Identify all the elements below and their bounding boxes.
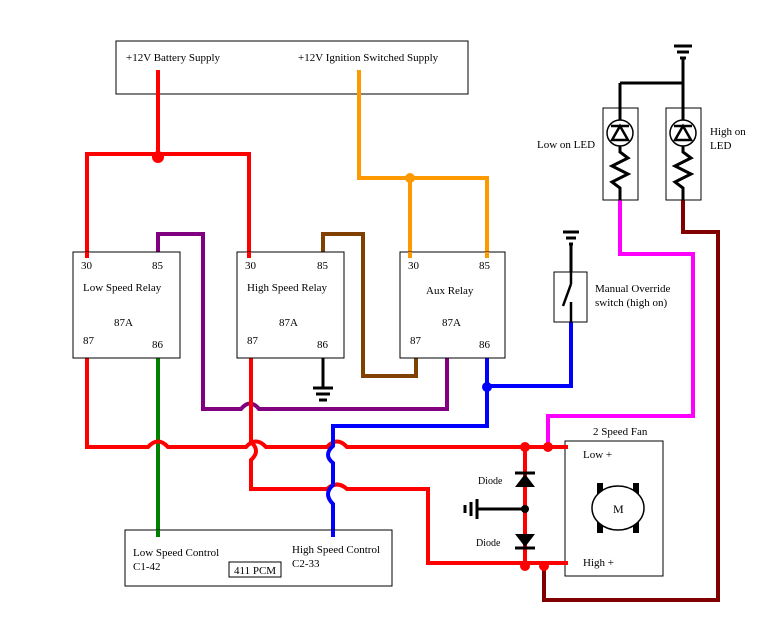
aux-relay: 30 85 Aux Relay 87A 87 86 <box>399 251 506 359</box>
aux-relay-pin87a: 87A <box>442 317 461 329</box>
low-led-label: Low on LED <box>537 139 595 151</box>
aux-relay-pin86: 86 <box>479 339 491 351</box>
aux-relay-pin30: 30 <box>408 260 420 272</box>
low-relay-pin30: 30 <box>81 260 93 272</box>
aux-relay-title: Aux Relay <box>426 285 474 297</box>
pcm-low-control-line1: Low Speed Control <box>133 547 219 559</box>
low-led <box>602 107 639 201</box>
pcm-box: Low Speed Control C1-42 411 PCM High Spe… <box>124 529 393 587</box>
override-switch <box>553 230 588 323</box>
diode-top-junction <box>520 442 530 452</box>
ground-icon-high-relay <box>313 356 333 402</box>
motor-symbol: M <box>613 502 624 516</box>
high-led <box>665 107 702 201</box>
pcm-high-control-line1: High Speed Control <box>292 544 380 556</box>
motor-icon <box>591 485 645 531</box>
blue-junction <box>482 382 492 392</box>
diode-lower-icon <box>515 534 535 550</box>
battery-wire <box>85 70 251 252</box>
battery-junction <box>152 151 164 163</box>
aux-relay-pin87: 87 <box>410 335 422 347</box>
ignition-junction <box>405 173 415 183</box>
pcm-high-control-line2: C2-33 <box>292 558 320 570</box>
battery-supply-label: +12V Battery Supply <box>126 52 220 64</box>
ground-icon-diodes <box>463 499 525 519</box>
pcm-module-label: 411 PCM <box>234 565 276 577</box>
high-relay-pin87a: 87A <box>279 317 298 329</box>
purple-wire <box>156 232 449 411</box>
low-relay-pin87a: 87A <box>114 317 133 329</box>
high-relay-title: High Speed Relay <box>247 282 328 294</box>
diode-upper-label: Diode <box>478 476 503 487</box>
high-led-label-line2: LED <box>710 140 731 152</box>
diode-lower-label: Diode <box>476 538 501 549</box>
high-relay-pin86: 86 <box>317 339 329 351</box>
low-relay-pin85: 85 <box>152 260 164 272</box>
top-ground-icon <box>618 44 692 108</box>
high-relay-87-wire <box>249 356 568 565</box>
override-label-line2: switch (high on) <box>595 297 667 309</box>
high-led-wire <box>542 200 720 602</box>
fan-box: 2 Speed Fan Low + High + M <box>564 426 664 577</box>
high-relay-pin85: 85 <box>317 260 329 272</box>
high-control-wire <box>326 322 573 536</box>
low-relay-pin86: 86 <box>152 339 164 351</box>
ignition-supply-label: +12V Ignition Switched Supply <box>298 52 439 64</box>
override-label-line1: Manual Override <box>595 283 671 295</box>
low-led-wire <box>546 200 695 447</box>
high-relay-pin30: 30 <box>245 260 257 272</box>
supply-box: +12V Battery Supply +12V Ignition Switch… <box>115 40 469 95</box>
brown-wire <box>321 232 418 378</box>
low-relay-title: Low Speed Relay <box>83 282 162 294</box>
fan-low-terminal: Low + <box>583 449 612 461</box>
high-led-label-line1: High on <box>710 126 746 138</box>
diode-bottom-junction <box>520 561 530 571</box>
low-speed-relay: 30 85 Low Speed Relay 87A 87 86 <box>72 251 181 359</box>
low-relay-pin87: 87 <box>83 335 95 347</box>
diode-upper-icon <box>515 471 535 487</box>
low-relay-87-wire <box>85 356 568 449</box>
high-speed-relay: 30 85 High Speed Relay 87A 87 86 <box>236 251 345 359</box>
fan-high-terminal: High + <box>583 557 614 569</box>
ignition-wire <box>357 70 489 252</box>
high-relay-pin87: 87 <box>247 335 259 347</box>
aux-relay-pin85: 85 <box>479 260 491 272</box>
pcm-low-control-line2: C1-42 <box>133 561 161 573</box>
pcm-module-label-box <box>228 561 282 578</box>
fan-title: 2 Speed Fan <box>593 426 648 438</box>
